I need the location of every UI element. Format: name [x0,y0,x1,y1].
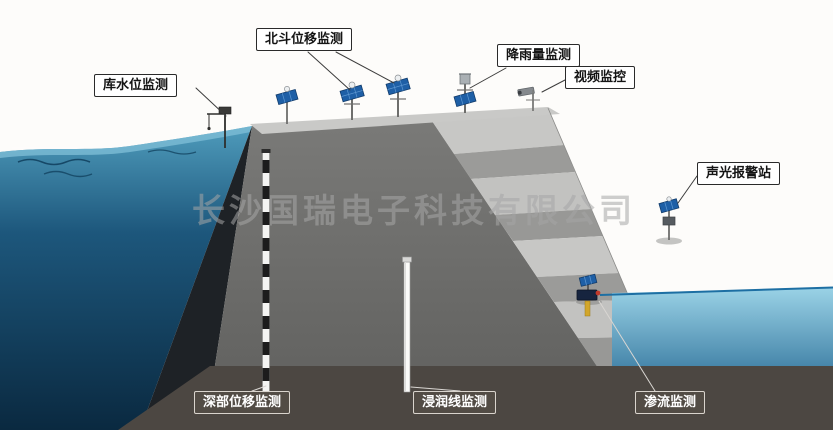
gnss-antenna-icon [394,74,402,82]
label-audio-visual-alarm: 声光报警站 [697,162,781,185]
dam-crest [250,107,560,134]
solar-station-small [275,86,299,124]
antenna-dome-icon [284,86,290,92]
label-seepage: 渗流监测 [635,391,706,414]
label-deep-displacement: 深部位移监测 [194,391,291,414]
standpipe-icon [584,300,591,317]
alarm-station [656,196,682,245]
water-level-sensor [207,106,232,148]
label-reservoir-level: 库水位监测 [94,74,178,97]
label-phreatic-line: 浸润线监测 [413,391,497,414]
leader-lines [195,51,698,392]
dam-front-face [205,118,640,430]
valve-icon [595,290,601,296]
wave-line [43,170,93,178]
label-video-surveillance: 视频监控 [565,66,636,89]
cctv-camera-icon [517,86,535,97]
tailwater [599,286,833,366]
video-camera-pole [517,86,540,111]
gnss-antenna-icon [348,81,356,89]
label-beidou-displacement: 北斗位移监测 [256,28,353,51]
water-surface-band [0,126,252,158]
beidou-gnss-station-2 [385,74,411,117]
tailwater-surface-line [599,286,833,296]
seepage-logger-box [576,289,598,301]
seepage-station [576,273,602,317]
wave-line [147,149,197,155]
phreatic-line-tube [402,256,412,393]
deep-displacement-borehole [261,149,271,393]
reservoir-water [0,126,252,430]
watermark-text: 长沙国瑞电子科技有限公司 [192,191,636,230]
label-rainfall: 降雨量监测 [497,44,581,67]
wave-line [17,158,91,166]
upstream-slope-shadow [140,126,252,430]
beidou-gnss-station-1 [339,81,365,120]
alarm-speaker-icon [662,216,676,226]
rainfall-station [453,73,477,113]
rain-gauge-icon [459,73,471,85]
